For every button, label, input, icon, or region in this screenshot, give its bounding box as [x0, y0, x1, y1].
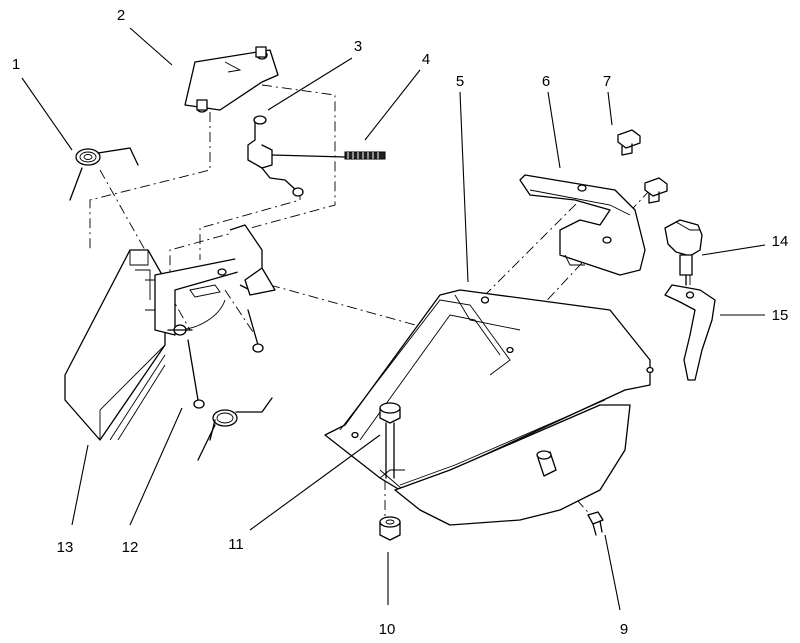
screw-lower: [587, 511, 604, 536]
torsion-spring-upper: [69, 147, 139, 201]
bolt-vertical: [379, 402, 401, 479]
latch-bracket: [247, 115, 304, 197]
callout-11: 11: [228, 536, 244, 553]
pin-lower: [187, 339, 205, 409]
callout-5: 5: [456, 73, 464, 90]
top-bracket: [519, 174, 646, 276]
leader-lines: [21, 27, 766, 611]
callout-4: 4: [422, 51, 430, 68]
callout-7: 7: [603, 73, 611, 90]
mounting-plate: [184, 46, 279, 113]
callout-13: 13: [57, 539, 74, 556]
compression-spring: [271, 151, 386, 160]
side-panel: [64, 249, 166, 441]
bushing: [536, 450, 557, 477]
callout-3: 3: [354, 38, 362, 55]
callout-1: 1: [12, 56, 20, 73]
callout-15: 15: [772, 307, 789, 324]
callout-2: 2: [117, 7, 125, 24]
screw-center: [247, 309, 264, 353]
hinge-cover: [154, 224, 276, 336]
callout-10: 10: [379, 621, 396, 638]
callout-labels: 1 2 3 4 5 6 7 14 15 13 12 11 10 9: [12, 7, 789, 638]
adjustment-knob: [664, 219, 703, 286]
callout-9: 9: [620, 621, 628, 638]
nut-lower: [379, 516, 401, 541]
callout-6: 6: [542, 73, 550, 90]
lever-arm: [664, 284, 716, 381]
deflector-shield: [394, 399, 631, 526]
callout-12: 12: [122, 539, 139, 556]
chute-frame: [324, 289, 654, 516]
bolt-upper-2: [644, 177, 668, 204]
bolt-upper-1: [617, 129, 641, 156]
callout-14: 14: [772, 233, 789, 250]
torsion-spring-lower: [197, 397, 273, 461]
